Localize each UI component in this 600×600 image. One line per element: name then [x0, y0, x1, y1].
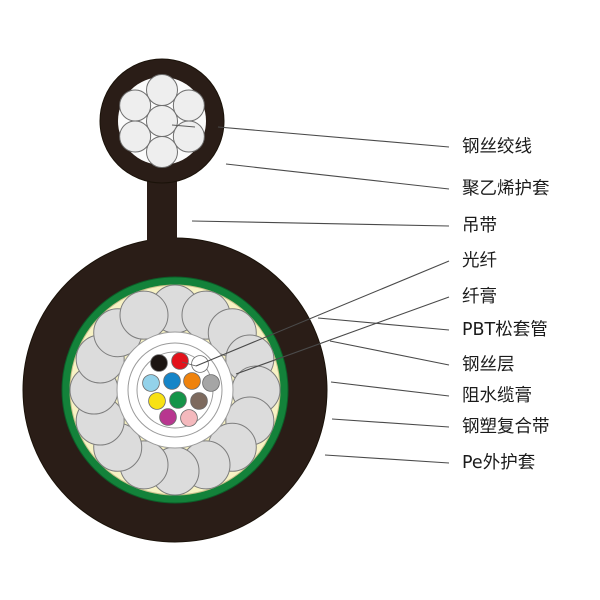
- steel-wire-strand-outer: [119, 89, 152, 122]
- leader-line-steel-wire-strand: [217, 126, 450, 148]
- fiber-orange: [183, 372, 201, 390]
- fiber-black: [150, 354, 168, 372]
- leader-line-steel-plastic-composite-tape: [331, 418, 450, 428]
- supporting-strap: [147, 178, 177, 268]
- fiber-lightblue: [142, 374, 160, 392]
- label-steel-wire-layer: 钢丝层: [462, 355, 515, 375]
- main-cable-body: [22, 237, 328, 543]
- leader-line-pbt-loose-tube: [317, 317, 450, 331]
- leader-line-fiber-grease: [235, 296, 450, 375]
- supporting-strap-body: [147, 178, 177, 268]
- fiber-yellow: [148, 392, 166, 410]
- steel-wire-strand-center: [146, 105, 178, 137]
- label-fiber-grease: 纤膏: [462, 286, 497, 307]
- fiber-pink: [180, 409, 198, 427]
- fiber-blue: [163, 372, 181, 390]
- steel-wire-strand-outer: [146, 136, 178, 168]
- label-polyethylene-sheath: 聚乙烯护套: [462, 179, 550, 199]
- pointer-hairlines: [171, 124, 197, 367]
- label-steel-wire-strand: 钢丝绞线: [462, 137, 532, 157]
- steel-wire-strand-outer: [172, 120, 205, 153]
- steel-wire-layer-strand: [119, 290, 169, 340]
- fiber-green: [169, 391, 187, 409]
- label-optical-fiber: 光纤: [462, 251, 497, 271]
- label-water-blocking-grease: 阻水缆膏: [462, 385, 532, 406]
- leader-line-optical-fiber: [195, 260, 450, 367]
- leader-line-polyethylene-sheath: [225, 163, 450, 190]
- label-steel-plastic-composite-tape: 钢塑复合带: [462, 417, 550, 437]
- leader-line-steel-wire-layer: [329, 340, 450, 366]
- steel-wire-strand-outer: [119, 120, 152, 153]
- leader-line-water-blocking-grease: [330, 381, 450, 397]
- leader-line-supporting-strap: [191, 220, 450, 227]
- label-pe-outer-sheath: Pe外护套: [462, 453, 535, 473]
- steel-wire-strand-messenger: [99, 58, 225, 184]
- steel-wire-strand-outer: [172, 89, 205, 122]
- fiber-magenta: [159, 408, 177, 426]
- fiber-red: [171, 352, 189, 370]
- steel-wire-strand-outer: [146, 74, 178, 106]
- label-pbt-loose-tube: PBT松套管: [462, 320, 548, 340]
- label-supporting-strap: 吊带: [462, 216, 497, 236]
- fiber-gray: [202, 374, 220, 392]
- leader-line-pe-outer-sheath: [324, 454, 450, 464]
- messenger-strand-pointer: [171, 124, 196, 128]
- fiber-pointer: [181, 361, 197, 367]
- fiber-brown: [190, 392, 208, 410]
